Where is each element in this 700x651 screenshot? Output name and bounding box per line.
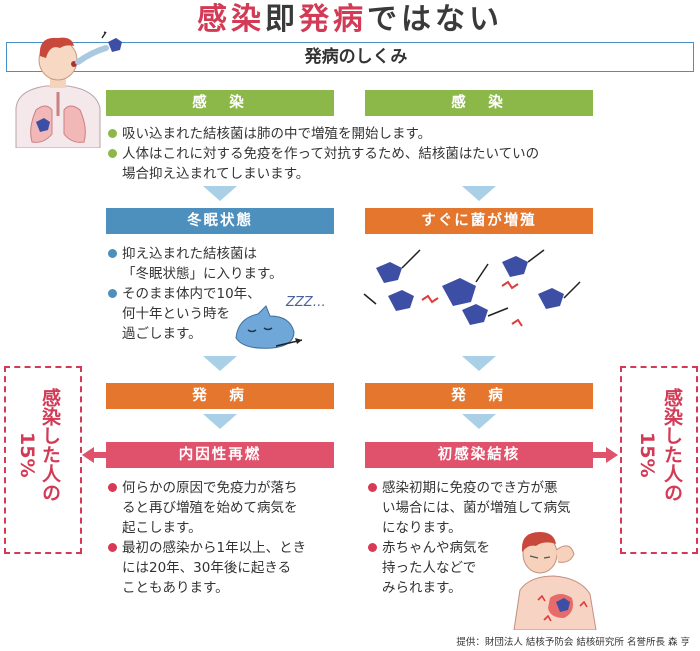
sleeping-bacterium-illustration: ZZZ… (235, 295, 326, 349)
banner-endogenous-reactivation: 内因性再燃 (106, 442, 334, 468)
title-part-immediately: 即 (265, 2, 299, 37)
sick-person-illustration (513, 532, 597, 630)
red-bullet-icon (368, 483, 377, 492)
reactivation-description: 何らかの原因で免疫力が落ち ると再び増殖を始めて病気を 起こします。 最初の感染… (108, 478, 344, 598)
side-panel-right (620, 366, 698, 554)
banner-dormant: 冬眠状態 (106, 208, 334, 234)
down-arrow-icon (462, 356, 496, 371)
red-bullet-icon (368, 543, 377, 552)
side-left-vertical-text: 感染した人の (39, 388, 61, 502)
left-pointing-arrow-icon (82, 447, 110, 463)
down-arrow-icon (203, 186, 237, 201)
zzz-label: ZZZ… (285, 295, 326, 310)
down-arrow-icon (462, 186, 496, 201)
red-bullet-icon (108, 543, 117, 552)
side-panel-left (4, 366, 82, 554)
primary-tb-description: 感染初期に免疫のでき方が悪 い場合には、菌が増殖して病気 になります。 赤ちゃん… (368, 478, 604, 598)
red-bullet-icon (108, 483, 117, 492)
infection-description: 吸い込まれた結核菌は肺の中で増殖を開始します。 人体はこれに対する免疫を作って対… (108, 124, 668, 184)
down-arrow-icon (203, 356, 237, 371)
subtitle: 発病のしくみ (304, 47, 408, 67)
banner-infection-right: 感 染 (365, 90, 593, 116)
green-bullet-icon (108, 129, 117, 138)
banner-infection-left: 感 染 (106, 90, 334, 116)
credit-line: 提供：財団法人 結核予防会 結核研究所 名誉所長 森 亨 (456, 637, 690, 648)
blue-bullet-icon (108, 249, 117, 258)
infection-bullet-1: 吸い込まれた結核菌は肺の中で増殖を開始します。 (108, 124, 668, 144)
side-right-percent: 15% (636, 432, 658, 478)
down-arrow-icon (203, 414, 237, 429)
multiplying-bacteria-illustration (363, 249, 581, 327)
down-arrow-icon (462, 414, 496, 429)
banner-rapid-multiplication: すぐに菌が増殖 (365, 208, 593, 234)
dormant-description: 抑え込まれた結核菌は 「冬眠状態」に入ります。 そのまま体内で10年、 何十年と… (108, 244, 338, 344)
right-pointing-arrow-icon (590, 447, 618, 463)
page-title: 感染即発病ではない (0, 2, 700, 38)
green-bullet-icon (108, 149, 117, 158)
title-part-onset: 発病 (299, 2, 367, 37)
banner-onset-left: 発 病 (106, 383, 334, 409)
breathing-person-illustration (15, 31, 122, 148)
title-part-infection: 感染 (197, 2, 265, 37)
side-left-percent: 15% (16, 432, 38, 478)
title-part-not: ではない (367, 2, 503, 37)
infection-bullet-2-cont: 場合抑え込まれてしまいます。 (122, 166, 310, 182)
infection-bullet-2: 人体はこれに対する免疫を作って対抗するため、結核菌はたいていの (108, 144, 668, 164)
banner-primary-tuberculosis: 初感染結核 (365, 442, 593, 468)
banner-onset-right: 発 病 (365, 383, 593, 409)
side-right-vertical-text: 感染した人の (661, 388, 683, 502)
blue-bullet-icon (108, 289, 117, 298)
